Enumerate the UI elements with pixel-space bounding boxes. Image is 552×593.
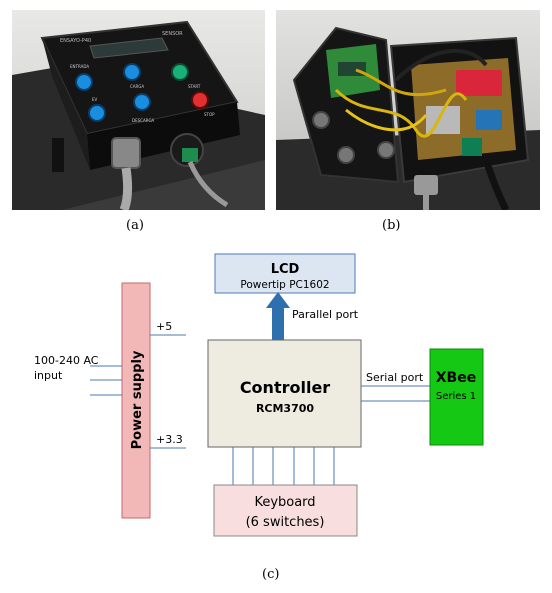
ac-input-label-line2: input (34, 369, 63, 382)
caption-c: (c) (262, 567, 280, 582)
keyboard-box (213, 484, 358, 537)
button-label: DESCARGA (132, 118, 155, 123)
photo-button-blue (88, 104, 106, 122)
parallel-port-label: Parallel port (292, 308, 359, 321)
photo-button-green (171, 63, 189, 81)
power-supply-box (121, 282, 151, 519)
lcd-box (214, 253, 356, 294)
xbee-subtitle: Series 1 (436, 391, 476, 402)
voltage-5v-label: +5 (156, 320, 172, 333)
xbee-box (429, 348, 484, 446)
caption-a: (a) (126, 218, 144, 233)
controller-title: Controller (240, 378, 330, 397)
button-label: STOP (204, 112, 215, 117)
photo-b-drawing (276, 10, 540, 210)
serial-port-label: Serial port (366, 371, 424, 384)
photo-button-red (191, 91, 209, 109)
controller-subtitle: RCM3700 (256, 402, 314, 415)
button-label: CARGA (130, 84, 144, 89)
parallel-port-arrow-head (266, 292, 290, 308)
lcd-subtitle: Powertip PC1602 (240, 279, 329, 291)
voltage-3v3-label: +3.3 (156, 433, 183, 446)
device-label: ENSAYO-P40 (60, 38, 91, 44)
button-label: ENTRADA (70, 64, 89, 69)
controller-box (207, 339, 362, 448)
block-diagram-svg: LCD Powertip PC1602 Parallel port Contro… (34, 253, 484, 537)
device-label: SENSOR (162, 31, 183, 37)
caption-b: (b) (382, 218, 401, 233)
ac-input-label-line1: 100-240 AC (34, 354, 99, 367)
lcd-title: LCD (271, 262, 300, 277)
block-diagram: LCD Powertip PC1602 Parallel port Contro… (0, 240, 552, 570)
parallel-port-arrow-shaft (272, 304, 284, 340)
keyboard-title: Keyboard (254, 495, 315, 510)
photo-b-open-enclosure (276, 10, 540, 210)
photo-button-blue (133, 93, 151, 111)
photo-a-drawing: ENSAYO-P40 SENSOR ENTRADA CARGA DESCARGA… (12, 10, 265, 210)
power-supply-label: Power supply (130, 350, 145, 449)
photo-button-blue (75, 73, 93, 91)
button-label: START (188, 84, 201, 89)
keyboard-subtitle: (6 switches) (246, 515, 325, 530)
photo-a-control-box: ENSAYO-P40 SENSOR ENTRADA CARGA DESCARGA… (12, 10, 265, 210)
button-label: EV (92, 97, 98, 102)
xbee-title: XBee (436, 370, 476, 386)
photo-button-blue (123, 63, 141, 81)
